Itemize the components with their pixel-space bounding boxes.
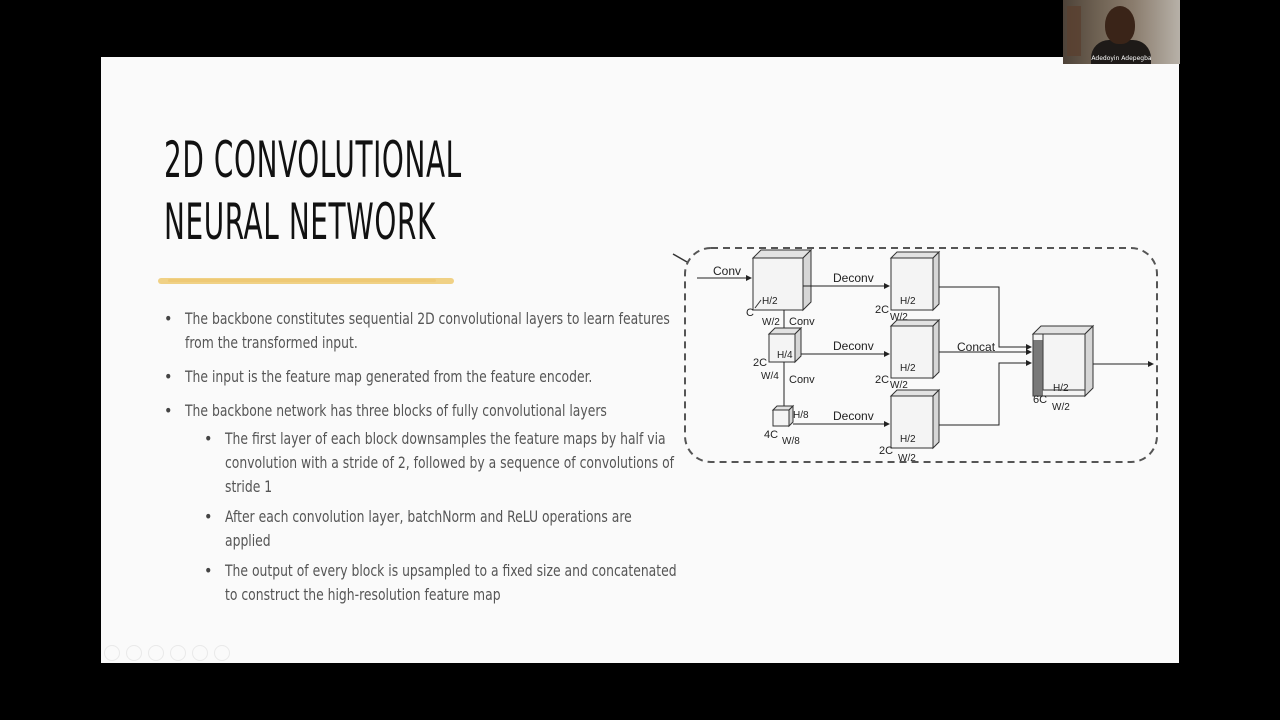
title-line-2: NEURAL NETWORK xyxy=(164,193,436,251)
slides-icon[interactable] xyxy=(170,645,186,661)
participant-avatar xyxy=(1091,40,1151,64)
conv1-label: Conv xyxy=(789,316,815,328)
output-channels: 6C xyxy=(1033,394,1047,406)
more-icon[interactable] xyxy=(214,645,230,661)
deconv3-height: H/2 xyxy=(900,434,916,445)
deconv1-cube xyxy=(889,250,941,312)
conv2-label: Conv xyxy=(789,374,815,386)
output-height: H/2 xyxy=(1053,383,1069,394)
network-diagram: Conv C H/2 W/2 Conv 2C H/4 W/4 Conv 4C H… xyxy=(672,247,1158,464)
block3-height: H/8 xyxy=(793,410,809,421)
deconv2-height: H/2 xyxy=(900,363,916,374)
bullet-item: The input is the feature map generated f… xyxy=(161,365,681,389)
block1-width: W/2 xyxy=(762,317,780,328)
zoom-icon[interactable] xyxy=(192,645,208,661)
slide-title: 2D CONVOLUTIONAL NEURAL NETWORK xyxy=(164,129,462,253)
block1-height: H/2 xyxy=(762,296,778,307)
presentation-slide: 2D CONVOLUTIONAL NEURAL NETWORK The back… xyxy=(101,57,1179,663)
title-underline xyxy=(158,278,454,284)
participant-video-tile[interactable]: Adedoyin Adepegba xyxy=(1063,0,1180,64)
bullet-item: The backbone network has three blocks of… xyxy=(161,399,681,423)
deconv2-cube xyxy=(889,318,941,380)
block2-channels: 2C xyxy=(753,357,767,369)
deconv3-channels: 2C xyxy=(879,445,893,457)
slide-controls xyxy=(104,645,230,661)
backbone-boundary xyxy=(684,247,1158,463)
block3-cube xyxy=(771,404,795,428)
output-width: W/2 xyxy=(1052,402,1070,413)
forward-icon[interactable] xyxy=(126,645,142,661)
bullet-item: The backbone constitutes sequential 2D c… xyxy=(161,307,681,355)
output-cube xyxy=(1031,324,1095,398)
title-line-1: 2D CONVOLUTIONAL xyxy=(164,131,462,189)
conv-input-label: Conv xyxy=(713,264,741,278)
sub-bullet-item: The first layer of each block downsample… xyxy=(161,427,681,499)
deconv3-cube xyxy=(889,388,941,450)
deconv1-width: W/2 xyxy=(890,312,908,323)
block3-channels: 4C xyxy=(764,429,778,441)
pen-icon[interactable] xyxy=(148,645,164,661)
deconv3-width: W/2 xyxy=(898,453,916,464)
back-icon[interactable] xyxy=(104,645,120,661)
block2-height: H/4 xyxy=(777,350,793,361)
block2-cube xyxy=(767,326,803,364)
sub-bullet-item: The output of every block is upsampled t… xyxy=(161,559,681,607)
deconv3-label: Deconv xyxy=(833,409,874,423)
block3-width: W/8 xyxy=(782,436,800,447)
participant-name: Adedoyin Adepegba xyxy=(1091,55,1152,62)
deconv1-height: H/2 xyxy=(900,296,916,307)
deconv2-width: W/2 xyxy=(890,380,908,391)
block1-channels: C xyxy=(746,307,754,319)
deconv1-channels: 2C xyxy=(875,304,889,316)
deconv2-label: Deconv xyxy=(833,339,874,353)
block2-width: W/4 xyxy=(761,371,779,382)
sub-bullet-item: After each convolution layer, batchNorm … xyxy=(161,505,681,553)
deconv1-label: Deconv xyxy=(833,271,874,285)
deconv2-channels: 2C xyxy=(875,374,889,386)
concat-label: Concat xyxy=(957,340,996,354)
block1-cube xyxy=(751,248,813,312)
bullet-list: The backbone constitutes sequential 2D c… xyxy=(161,307,681,613)
